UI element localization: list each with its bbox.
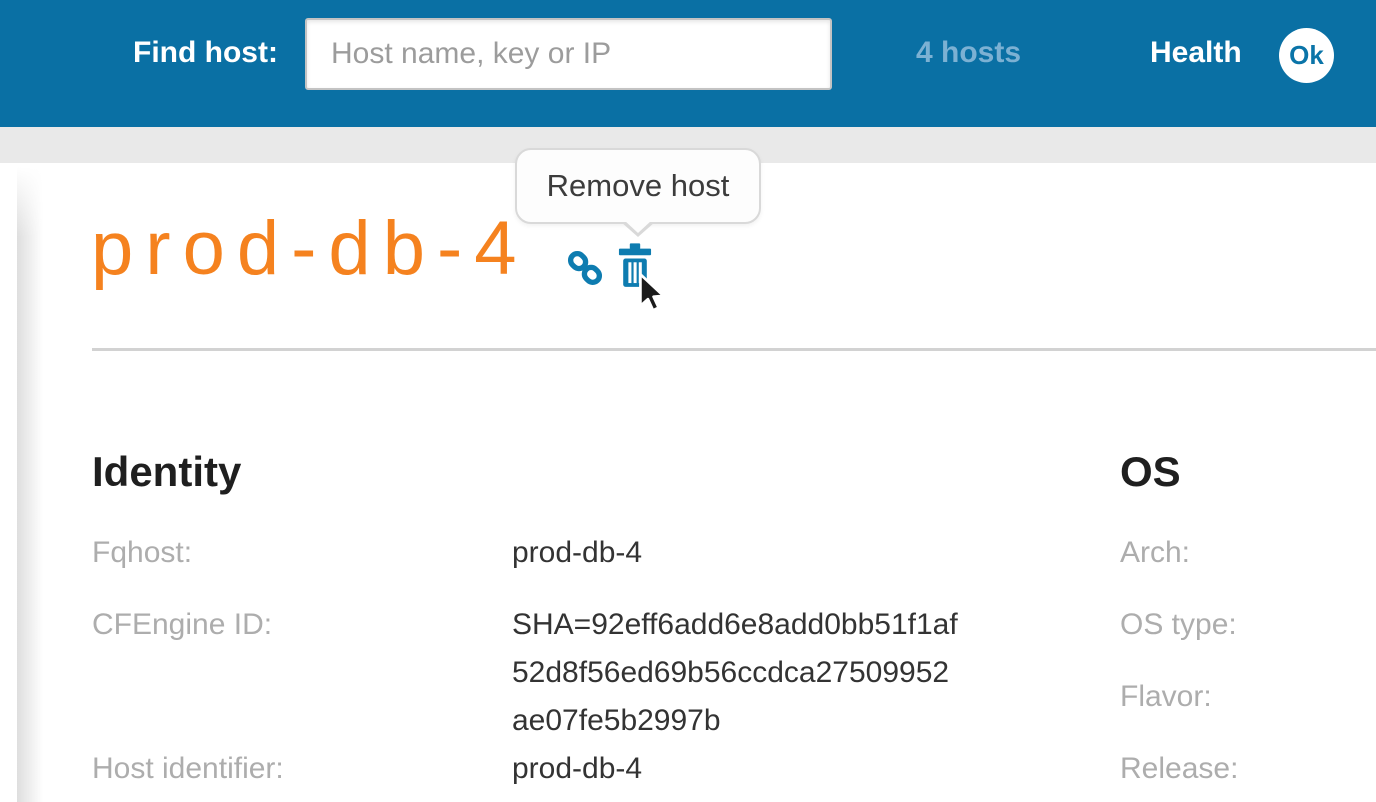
row-label: Host identifier: — [92, 752, 284, 785]
os-row-arch: Arch: — [1120, 529, 1376, 577]
row-value: SHA=92eff6add6e8add0bb51f1af52d8f56ed69b… — [512, 608, 958, 737]
row-value — [1340, 745, 1376, 793]
row-value — [1340, 529, 1376, 577]
host-title: prod-db-4 — [91, 206, 529, 291]
title-divider — [92, 348, 1376, 351]
os-row-release: Release: — [1120, 745, 1376, 793]
row-value: prod-db-4 — [512, 752, 643, 785]
remove-host-tooltip: prod-db-4 Remove host — [515, 148, 761, 237]
identity-row-fqhost: Fqhost: prod-db-4 — [92, 529, 962, 577]
row-label: OS type: — [1120, 608, 1237, 641]
os-row-flavor: Flavor: — [1120, 673, 1376, 721]
identity-row-cfengine-id: CFEngine ID: SHA=92eff6add6e8add0bb51f1a… — [92, 601, 962, 745]
link-icon — [566, 250, 604, 290]
host-info-sections: Identity Fqhost: prod-db-4 CFEngine ID: … — [92, 451, 1376, 802]
identity-row-host-identifier: Host identifier: prod-db-4 — [92, 745, 962, 793]
row-label: Fqhost: — [92, 536, 193, 569]
host-link-button[interactable] — [566, 249, 604, 290]
os-heading: OS — [1120, 448, 1181, 495]
row-value — [1340, 601, 1376, 649]
host-detail-panel: prod-db-4 — [0, 148, 1376, 802]
row-label: Arch: — [1120, 536, 1191, 569]
row-label: CFEngine ID: — [92, 608, 273, 641]
host-search-input[interactable] — [305, 18, 832, 90]
health-label: Health — [1150, 36, 1242, 69]
find-host-label: Find host: — [133, 36, 278, 69]
row-value — [1340, 673, 1376, 721]
row-value: prod-db-4 — [512, 536, 643, 569]
row-label: Flavor: — [1120, 680, 1212, 713]
identity-section: Identity Fqhost: prod-db-4 CFEngine ID: … — [92, 451, 962, 802]
health-status-badge[interactable]: Ok — [1279, 28, 1334, 83]
identity-heading: Identity — [92, 448, 242, 495]
os-section: OS Arch: OS type: Flavor: Release: — [1120, 451, 1376, 802]
panel-left-shadow — [17, 167, 43, 802]
os-row-os-type: OS type: — [1120, 601, 1376, 649]
hosts-count-link[interactable]: 4 hosts — [916, 36, 1022, 69]
row-label: Release: — [1120, 752, 1239, 785]
tooltip-text: Remove host — [546, 168, 730, 203]
topbar: Find host: 4 hosts Health Ok — [0, 0, 1376, 127]
cursor-arrow-icon — [638, 273, 672, 322]
